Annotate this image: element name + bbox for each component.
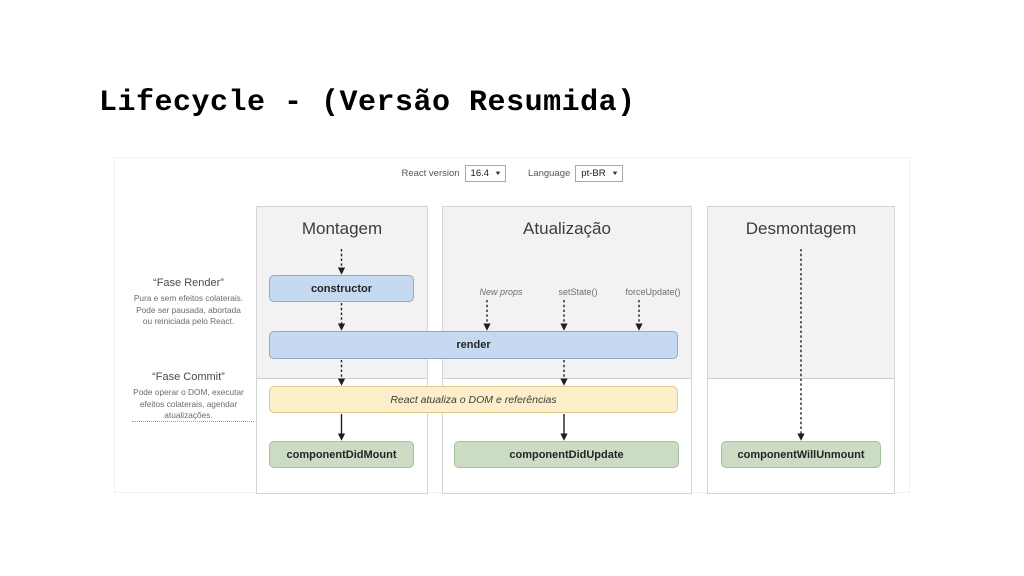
trigger-label-force-update: forceUpdate() [625,287,681,297]
column-title-desmontagem: Desmontagem [745,219,857,238]
phase-commit-title: “Fase Commit” [152,371,225,383]
phase-commit-description: Pode operar o DOM, executar efeitos cola… [133,387,244,421]
phase-render-description: Pura e sem efeitos colaterais. Pode ser … [133,293,244,327]
column-title-montagem: Montagem [301,219,383,238]
language-label: Language [528,168,571,179]
diagram-controls: React version 16.4 ▼ Language pt-BR ▼ [115,165,909,182]
node-constructor[interactable]: constructor [269,275,414,302]
node-render[interactable]: render [269,331,678,359]
chevron-down-icon: ▼ [610,170,619,177]
phase-commit: “Fase Commit” Pode operar o DOM, executa… [121,371,256,422]
language-value: pt-BR [581,167,606,179]
language-control: Language pt-BR ▼ [528,165,623,182]
react-version-label: React version [401,168,460,179]
column-title-atualizacao: Atualização [523,219,611,238]
phase-render: “Fase Render” Pura e sem efeitos colater… [121,277,256,328]
react-version-select[interactable]: 16.4 ▼ [464,165,506,182]
phase-sidebar: “Fase Render” Pura e sem efeitos colater… [121,208,256,494]
node-component-did-update[interactable]: componentDidUpdate [454,441,679,468]
node-component-will-unmount[interactable]: componentWillUnmount [721,441,881,468]
trigger-label-set-state: setState() [558,287,598,297]
trigger-label-new-props: New props [479,287,523,297]
page-title: Lifecycle - (Versão Resumida) [99,86,636,120]
language-select[interactable]: pt-BR ▼ [575,165,623,182]
desmontagem-commit-zone [708,379,894,493]
phase-divider [132,421,254,422]
phase-render-title: “Fase Render” [153,277,224,289]
node-dom-update[interactable]: React atualiza o DOM e referências [269,386,678,413]
node-component-did-mount[interactable]: componentDidMount [269,441,414,468]
react-version-value: 16.4 [470,167,490,179]
chevron-down-icon: ▼ [494,170,502,177]
react-version-control: React version 16.4 ▼ [401,165,506,182]
